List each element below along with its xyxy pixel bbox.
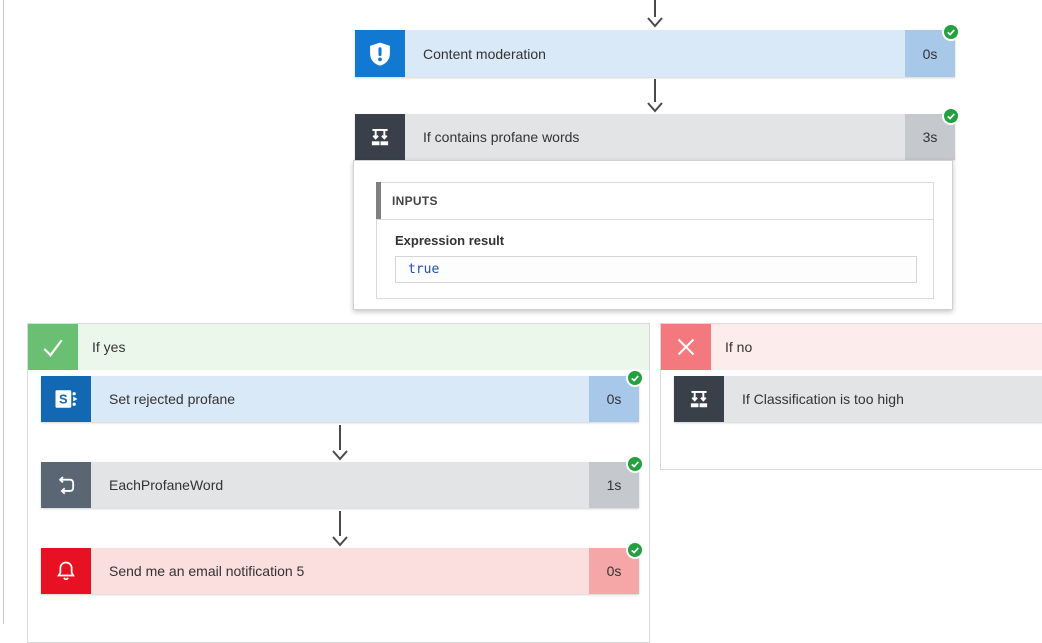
action-set-rejected-profane[interactable]: S Set rejected profane 0s [41, 369, 644, 422]
action-label: EachProfaneWord [91, 462, 589, 508]
bell-icon [41, 548, 91, 594]
inputs-section: INPUTS Expression result true [376, 182, 934, 299]
node-if-contains-profane-words[interactable]: If contains profane words 3s [355, 107, 960, 160]
node-content-moderation[interactable]: Content moderation 0s [355, 23, 960, 77]
node-label: Content moderation [405, 30, 905, 77]
inputs-accent-bar [376, 182, 381, 219]
node-label: If contains profane words [405, 114, 905, 160]
check-icon [28, 324, 78, 370]
branch-if-no-header[interactable]: If no [661, 324, 1042, 370]
status-success-badge [626, 455, 644, 473]
x-icon [661, 324, 711, 370]
action-label: Set rejected profane [91, 376, 589, 422]
expression-result-value: true [395, 256, 917, 283]
action-if-classification-too-high[interactable]: If Classification is too high [674, 376, 1042, 422]
inputs-title: INPUTS [392, 194, 438, 208]
branch-if-yes-header[interactable]: If yes [28, 324, 649, 370]
status-success-badge [942, 107, 960, 125]
foreach-loop-icon [41, 462, 91, 508]
action-send-email-notification[interactable]: Send me an email notification 5 0s [41, 541, 644, 594]
details-panel: INPUTS Expression result true [353, 160, 953, 310]
connector-arrow [643, 79, 667, 113]
condition-icon [355, 114, 405, 160]
action-duration: 0s [589, 376, 639, 422]
expression-result-label: Expression result [395, 233, 505, 248]
canvas-edge-line [3, 0, 4, 624]
svg-text:S: S [59, 391, 68, 406]
action-each-profane-word[interactable]: EachProfaneWord 1s [41, 455, 644, 508]
branch-if-no-label: If no [711, 324, 1042, 370]
status-success-badge [626, 541, 644, 559]
action-label: If Classification is too high [724, 376, 1042, 422]
condition-icon [674, 376, 724, 422]
action-duration: 1s [589, 462, 639, 508]
inputs-section-header: INPUTS [376, 182, 933, 220]
action-label: Send me an email notification 5 [91, 548, 589, 594]
branch-if-no: If no If Classification is too high [660, 323, 1042, 470]
connector-arrow [328, 511, 352, 547]
status-success-badge [942, 23, 960, 41]
connector-arrow [328, 425, 352, 461]
status-success-badge [626, 369, 644, 387]
sharepoint-icon: S [41, 376, 91, 422]
connector-arrow [643, 0, 667, 28]
branch-if-yes-label: If yes [78, 324, 649, 370]
shield-exclamation-icon [355, 30, 405, 77]
branch-if-yes: If yes S Set rejected profane 0s [27, 323, 650, 643]
